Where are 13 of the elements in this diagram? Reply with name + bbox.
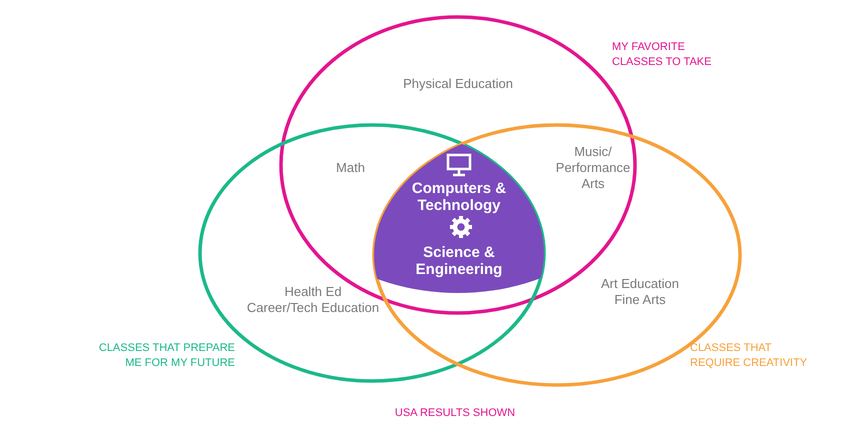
subject-label: Music/ Performance Arts [554,144,632,192]
subject-label: Fine Arts [613,292,667,308]
subject-label: Art Education [600,276,680,292]
subject-label: Physical Education [402,76,514,92]
category-label: Computers & Technology [410,180,508,214]
subject-label: Career/Tech Education [246,300,380,316]
set-heading: CLASSES THAT PREPARE ME FOR MY FUTURE [98,341,235,371]
subject-label: Math [335,160,366,176]
set-heading: MY FAVORITE CLASSES TO TAKE [612,40,712,70]
subject-label: Health Ed [283,284,343,300]
caption: USA RESULTS SHOWN [394,406,516,421]
category-label: Science & Engineering [414,244,504,278]
set-heading: CLASSES THAT REQUIRE CREATIVITY [690,341,808,371]
